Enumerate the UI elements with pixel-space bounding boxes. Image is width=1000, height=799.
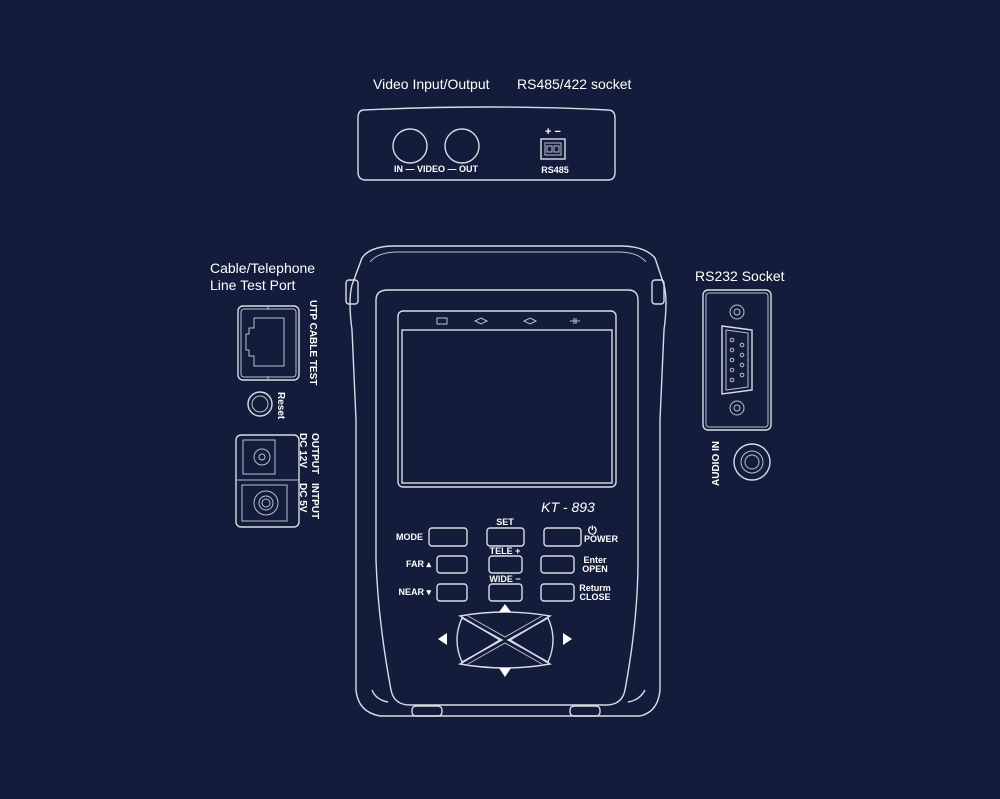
dpad-up-button[interactable]: [467, 615, 543, 638]
rs485-socket-label: RS485/422 socket: [517, 76, 632, 92]
rs485-label: RS485: [541, 165, 569, 175]
model-label: KT - 893: [541, 499, 595, 515]
near-button[interactable]: [436, 583, 468, 602]
device-body: KT - 893: [345, 245, 667, 717]
near-label: NEAR ▾: [398, 587, 431, 597]
arrow-down-icon: [499, 668, 511, 677]
cable-test-label-2: Line Test Port: [210, 277, 295, 293]
audio-in-label: AUDIO IN: [711, 441, 722, 486]
set-label: SET: [496, 517, 514, 527]
video-in-connector: [392, 128, 428, 164]
enter-label: Enter: [583, 555, 607, 565]
return-close-button[interactable]: [540, 583, 575, 602]
tele-label: TELE +: [490, 546, 521, 556]
dpad-right-button[interactable]: [506, 617, 554, 663]
screen-status-icons: [436, 317, 580, 325]
mode-label: MODE: [396, 532, 423, 542]
rs485-terminal-icon: [540, 138, 566, 160]
left-panel: UTP CABLE TEST Reset OUTPUT DC 12V INTPU…: [235, 300, 320, 528]
tele-button[interactable]: [488, 555, 523, 574]
far-label: FAR ▴: [406, 559, 432, 569]
dpad-left-button[interactable]: [456, 617, 504, 663]
screen: [401, 329, 613, 484]
output-label: OUTPUT: [309, 433, 320, 474]
return-label: Returm: [579, 583, 611, 593]
plug-icon: [570, 318, 580, 324]
cable-test-label-1: Cable/Telephone: [210, 260, 315, 276]
power-icon: ⏻: [588, 524, 597, 537]
close-label: CLOSE: [579, 592, 610, 602]
set-button[interactable]: [486, 527, 525, 547]
video-io-label: Video Input/Output: [373, 76, 490, 92]
dc5v-label: DC 5V: [297, 483, 308, 513]
mode-button[interactable]: [428, 527, 468, 547]
video-connector-label: IN — VIDEO — OUT: [394, 164, 479, 174]
db9-connector-icon: [721, 304, 753, 416]
far-button[interactable]: [436, 555, 468, 574]
wide-button[interactable]: [488, 583, 523, 602]
battery-icon: [436, 317, 448, 325]
right-panel: AUDIO IN: [702, 289, 772, 486]
dc-input-jack: [253, 490, 279, 516]
reset-button[interactable]: [247, 391, 273, 417]
input-label: INTPUT: [309, 483, 320, 519]
dc-output-jack: [253, 448, 271, 466]
power-label: POWER: [584, 534, 619, 544]
arrow-left-icon: [438, 633, 447, 645]
open-label: OPEN: [582, 564, 608, 574]
polarity-label: + −: [545, 126, 561, 138]
video-icon: [522, 317, 538, 325]
power-button[interactable]: [543, 527, 582, 547]
camera-icon: [473, 317, 489, 325]
wide-label: WIDE −: [489, 574, 520, 584]
reset-label: Reset: [275, 392, 286, 420]
dc12v-label: DC 12V: [297, 433, 308, 468]
arrow-up-icon: [499, 604, 511, 612]
arrow-right-icon: [563, 633, 572, 645]
utp-cable-test-label: UTP CABLE TEST: [307, 300, 318, 385]
audio-in-jack: [733, 443, 771, 481]
keypad: MODE SET ⏻ POWER FAR ▴ TELE + Enter OPEN…: [396, 517, 619, 602]
video-out-connector: [444, 128, 480, 164]
rs232-socket-label: RS232 Socket: [695, 268, 785, 284]
enter-open-button[interactable]: [540, 555, 575, 574]
dpad-down-button[interactable]: [467, 642, 543, 665]
rj45-port-icon: [245, 317, 285, 367]
direction-pad: [438, 604, 572, 677]
top-panel: IN — VIDEO — OUT + − RS485: [357, 106, 616, 181]
